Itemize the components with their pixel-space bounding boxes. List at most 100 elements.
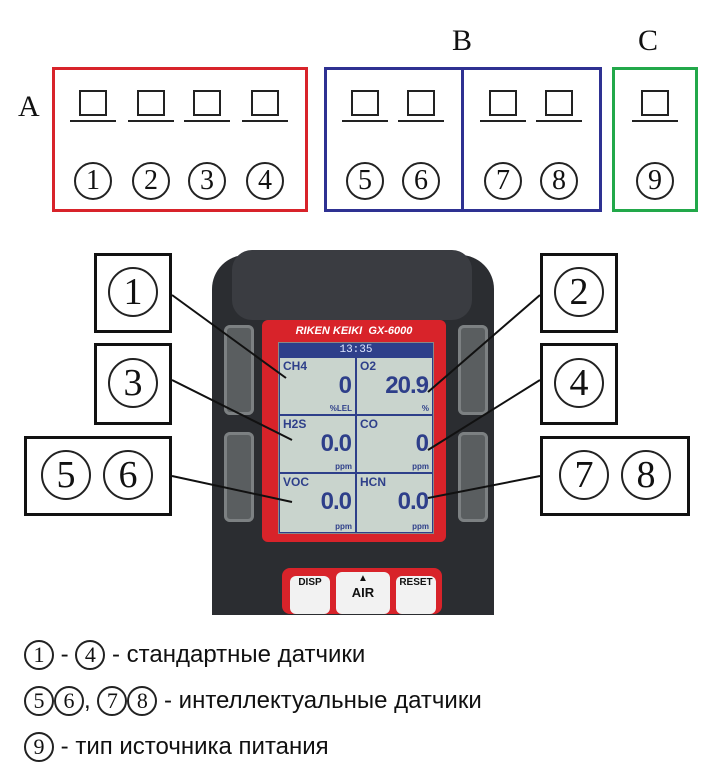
gas-value: 0 (415, 430, 429, 457)
callout-4-number: 4 (554, 358, 604, 408)
legend-num-8: 8 (127, 686, 158, 716)
gas-value: 0.0 (320, 488, 352, 515)
lcd-cell-h2s: H2S 0.0 ppm (279, 415, 356, 473)
lcd-cell-co: CO 0 ppm (356, 415, 433, 473)
gas-value: 20.9 (385, 372, 429, 399)
leader-line-4 (427, 379, 541, 451)
group-b-label: B (452, 24, 473, 57)
gas-unit: ppm (412, 462, 429, 471)
callout-5-6: 5 6 (24, 436, 172, 516)
gas-detector-top (232, 250, 472, 320)
left-upper-sensor (224, 325, 254, 415)
slot-number-7: 7 (484, 162, 522, 200)
left-lower-sensor (224, 432, 254, 522)
right-upper-sensor (458, 325, 488, 415)
lcd-cell-hcn: HCN 0.0 ppm (356, 473, 433, 533)
slot-number-9: 9 (636, 162, 674, 200)
reset-key[interactable]: RESET (396, 576, 436, 614)
code-slot-3 (184, 90, 230, 122)
slot-number-5: 5 (346, 162, 384, 200)
code-slot-2 (128, 90, 174, 122)
gas-name: CO (360, 417, 378, 431)
legend-num-1: 1 (24, 640, 54, 670)
slot-number-1: 1 (74, 162, 112, 200)
legend-text-smart: - интеллектуальные датчики (164, 687, 482, 714)
slot-number-2: 2 (132, 162, 170, 200)
gas-name: O2 (360, 359, 377, 373)
disp-key[interactable]: DISP (290, 576, 330, 614)
gas-unit: ppm (412, 522, 429, 531)
group-a-label: A (18, 90, 40, 123)
code-slot-6 (398, 90, 444, 122)
callout-7-number: 7 (559, 450, 609, 500)
disp-key-label: DISP (298, 577, 322, 588)
legend-line-standard: 1 - 4 - стандартные датчики (24, 640, 365, 670)
callout-3-number: 3 (108, 358, 158, 408)
model-text: GX-6000 (368, 325, 413, 337)
legend-text-power: - тип источника питания (60, 733, 329, 760)
lcd-status-bar: 13:35 (279, 343, 433, 357)
leader-line-3 (171, 379, 293, 441)
lcd-display: 13:35 CH4 0 %LEL O2 20.9 % H2S 0.0 ppm C… (278, 342, 434, 534)
callout-6-number: 6 (103, 450, 153, 500)
group-c-label: C (638, 24, 659, 57)
callout-8-number: 8 (621, 450, 671, 500)
group-b-box (324, 67, 602, 212)
gas-name: CH4 (283, 359, 308, 373)
reset-key-label: RESET (399, 577, 433, 588)
gas-value: 0.0 (397, 488, 429, 515)
legend-num-4: 4 (75, 640, 106, 670)
slot-number-4: 4 (246, 162, 284, 200)
gas-value: 0 (338, 372, 352, 399)
right-lower-sensor (458, 432, 488, 522)
code-slot-4 (242, 90, 288, 122)
leader-line-1 (171, 294, 287, 379)
legend-num-5: 5 (24, 686, 54, 716)
legend-num-7: 7 (97, 686, 128, 716)
code-slot-8 (536, 90, 582, 122)
callout-2: 2 (540, 253, 618, 333)
brand-text: RIKEN KEIKI (295, 325, 363, 337)
leader-line-5-6 (171, 475, 293, 503)
callout-4: 4 (540, 343, 618, 425)
slot-number-3: 3 (188, 162, 226, 200)
legend-text-standard: - стандартные датчики (112, 641, 366, 668)
gas-unit: ppm (335, 522, 352, 531)
gas-name: H2S (283, 417, 307, 431)
air-key-label: AIR (351, 585, 375, 600)
slot-number-8: 8 (540, 162, 578, 200)
lcd-cell-ch4: CH4 0 %LEL (279, 357, 356, 415)
lcd-cell-o2: O2 20.9 % (356, 357, 433, 415)
lcd-cell-voc: VOC 0.0 ppm (279, 473, 356, 533)
gas-unit: %LEL (329, 404, 352, 413)
gas-unit: % (421, 404, 429, 413)
callout-5-number: 5 (41, 450, 91, 500)
gas-name: HCN (360, 475, 386, 489)
keypad: DISP ▲AIR RESET (282, 568, 442, 614)
callout-1-number: 1 (108, 267, 158, 317)
gas-name: VOC (283, 475, 310, 489)
group-a-box (52, 67, 308, 212)
callout-3: 3 (94, 343, 172, 425)
gas-value: 0.0 (320, 430, 352, 457)
legend-num-9: 9 (24, 732, 54, 762)
group-c-box (612, 67, 698, 212)
legend-line-power: 9 - тип источника питания (24, 732, 329, 762)
device-brand: RIKEN KEIKI GX-6000 (262, 322, 446, 340)
slot-number-6: 6 (402, 162, 440, 200)
air-key[interactable]: ▲AIR (336, 572, 390, 614)
code-slot-7 (480, 90, 526, 122)
code-slot-9 (632, 90, 678, 122)
lcd-time: 13:35 (339, 344, 373, 356)
leader-line-7-8 (427, 475, 541, 499)
gas-unit: ppm (335, 462, 352, 471)
up-arrow-icon: ▲ (358, 573, 368, 584)
legend-num-6: 6 (54, 686, 84, 716)
group-b-divider (461, 69, 464, 210)
callout-7-8: 7 8 (540, 436, 690, 516)
code-slot-5 (342, 90, 388, 122)
callout-2-number: 2 (554, 267, 604, 317)
callout-1: 1 (94, 253, 172, 333)
